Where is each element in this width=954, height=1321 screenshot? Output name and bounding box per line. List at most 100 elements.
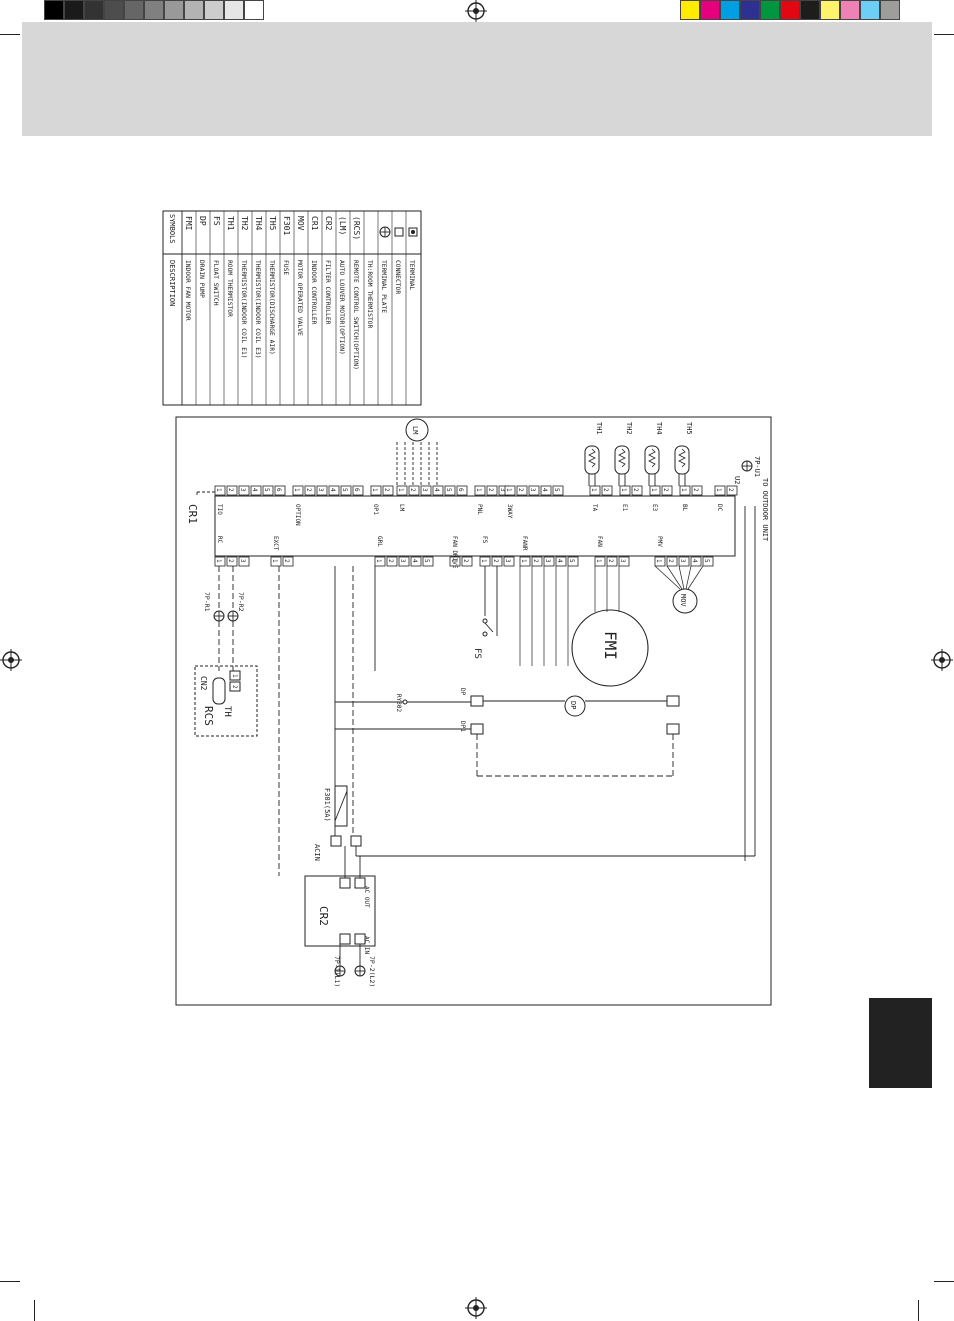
- thermistor-icon: [678, 448, 686, 468]
- dp-terminal: [470, 695, 484, 707]
- gray-swatch: [184, 0, 204, 20]
- gray-swatch: [144, 0, 164, 20]
- fanr-connector-pin: [543, 556, 555, 567]
- legend-description: FILTER CONTROLLER: [324, 260, 331, 325]
- lm-connector-pin: [420, 485, 432, 496]
- acin-label: ACIN: [313, 844, 321, 861]
- three-way-connector-pin: [516, 485, 528, 496]
- bl-connector-label: BL: [681, 504, 688, 512]
- cr2-ac-out-label: AC OUT: [363, 886, 370, 908]
- e3-connector-label: E3: [651, 504, 658, 512]
- legend-symbol: (LM): [338, 216, 347, 235]
- legend-symbol: CR2: [324, 216, 333, 231]
- fan-connector-pin-number: 2: [607, 559, 614, 563]
- legend-description: INDOOR CONTROLLER: [310, 260, 317, 325]
- three-way-connector-pin: [552, 485, 564, 496]
- rc-connector-pin: [238, 556, 250, 567]
- cr2-label: CR2: [317, 906, 330, 926]
- three-way-connector-pin-number: 2: [517, 488, 524, 492]
- pnl-connector-pin-number: 1: [475, 488, 482, 492]
- crop-mark: [34, 1300, 35, 1321]
- color-swatch: [780, 0, 800, 20]
- lm-connector-pin: [432, 485, 444, 496]
- tio-connector-pin: [238, 485, 250, 496]
- rcs-thermistor-icon: [212, 677, 226, 705]
- pmv-wire: [685, 565, 692, 590]
- dp-terminal: [666, 723, 680, 735]
- grl-connector-pin-number: 4: [411, 559, 418, 563]
- pnl-connector-pin-number: 3: [499, 488, 506, 492]
- lm-connector-pin-number: 1: [397, 488, 404, 492]
- to-outdoor-label: TO OUTDOOR UNIT: [761, 478, 769, 542]
- fan-drive-connector-pin-number: 2: [462, 559, 469, 563]
- dp1-terminal: [470, 723, 484, 735]
- fs-connector-pin-number: 3: [504, 559, 511, 563]
- tio-connector-pin: [214, 485, 226, 496]
- tio-connector-pin-number: 6: [275, 488, 282, 492]
- color-swatch: [820, 0, 840, 20]
- pmv-connector-pin: [702, 556, 714, 567]
- acin-terminal: [330, 835, 342, 847]
- rcs-box: [194, 665, 258, 737]
- option-connector-pin-number: 1: [293, 488, 300, 492]
- legend-symbol: TH2: [240, 216, 249, 231]
- fuse-icon: [334, 785, 348, 827]
- grl-connector-pin: [398, 556, 410, 567]
- pmv-connector-pin: [654, 556, 666, 567]
- fan-drive-connector-pin-number: 1: [450, 559, 457, 563]
- crop-mark: [918, 1300, 919, 1321]
- op1-connector-label: OP1: [372, 504, 379, 515]
- gray-swatch: [84, 0, 104, 20]
- rcs-th-label: TH: [222, 706, 232, 717]
- gray-swatch: [164, 0, 184, 20]
- option-connector-label: OPTION: [294, 504, 301, 526]
- legend-description: FUSE: [282, 260, 289, 275]
- legend-symbol: TH5: [268, 216, 277, 231]
- option-connector-pin: [328, 485, 340, 496]
- option-connector-pin-number: 6: [353, 488, 360, 492]
- legend-symbol: FS: [212, 216, 221, 226]
- lm-connector-pin-number: 3: [421, 488, 428, 492]
- legend-header-symbols: SYMBOLS: [168, 214, 176, 244]
- tp-r2-label: 7P-R2: [237, 592, 245, 612]
- registration-mark-icon: [0, 649, 22, 671]
- tio-connector-label: TIO: [216, 504, 223, 515]
- dc-connector-pin-number: 1: [715, 488, 722, 492]
- registration-mark-icon: [465, 0, 487, 22]
- crop-mark: [934, 34, 954, 35]
- thermistor-icon: [644, 445, 660, 475]
- e1-connector-label: E1: [621, 504, 628, 512]
- fs-connector-pin-number: 1: [480, 559, 487, 563]
- three-way-connector-pin: [504, 485, 516, 496]
- op1-connector-pin-number: 1: [371, 488, 378, 492]
- fan-drive-connector-label: FAN DRIVE: [451, 536, 458, 569]
- color-swatch: [680, 0, 700, 20]
- thermistor-label: TH5: [685, 422, 693, 435]
- pmv-connector-pin-number: 5: [703, 559, 710, 563]
- color-swatch: [840, 0, 860, 20]
- grl-connector-pin-number: 1: [375, 559, 382, 563]
- cr2-terminal: [339, 877, 351, 889]
- legend-description: CONNECTOR: [394, 260, 401, 294]
- rc-connector-pin: [214, 556, 226, 567]
- ta-connector-label: TA: [591, 504, 598, 512]
- three-way-connector-pin: [528, 485, 540, 496]
- color-swatch: [700, 0, 720, 20]
- thermistor-icon: [588, 448, 596, 468]
- op1-connector-pin: [370, 485, 382, 496]
- registration-mark-icon: [931, 649, 953, 671]
- float-switch-icon: [484, 622, 494, 633]
- cn2-label: CN2: [199, 676, 208, 691]
- tio-connector-pin-number: 3: [239, 488, 246, 492]
- thermistor-icon: [648, 448, 656, 468]
- color-swatch: [860, 0, 880, 20]
- motor-valve-icon: [672, 588, 698, 614]
- fanr-connector-pin: [567, 556, 579, 567]
- legend-border: [162, 210, 422, 406]
- pmv-wire: [666, 565, 683, 590]
- exct-connector-pin: [270, 556, 282, 567]
- crop-mark: [934, 1281, 954, 1282]
- fan-connector-pin: [606, 556, 618, 567]
